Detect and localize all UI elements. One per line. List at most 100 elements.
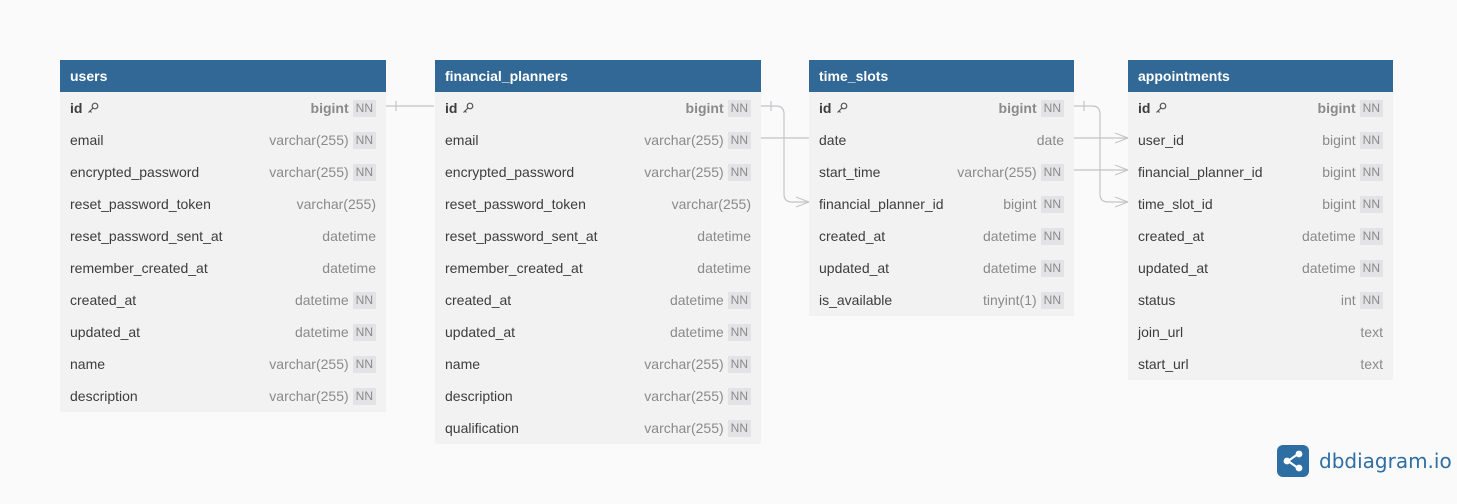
not-null-badge: NN [1359, 163, 1383, 181]
table-header[interactable]: time_slots [809, 60, 1074, 92]
not-null-badge: NN [1040, 195, 1064, 213]
not-null-badge: NN [352, 323, 376, 341]
field-type: text [1360, 356, 1383, 372]
field-type: datetime [322, 228, 376, 244]
table-header[interactable]: users [60, 60, 386, 92]
brand-name: dbdiagram.io [1319, 449, 1452, 473]
field-name-text: created_at [1138, 228, 1205, 244]
field-type: bigint [1317, 100, 1356, 116]
field-name-text: status [1138, 292, 1176, 308]
field-row[interactable]: encrypted_password varchar(255)NN [435, 156, 761, 188]
field-name-text: join_url [1138, 324, 1184, 340]
field-type: varchar(255) [644, 356, 724, 372]
field-row[interactable]: start_url text [1128, 348, 1393, 380]
field-name-text: reset_password_sent_at [70, 228, 223, 244]
field-name: reset_password_sent_at [445, 228, 697, 244]
field-name-text: encrypted_password [70, 164, 200, 180]
field-type: datetime [982, 228, 1037, 244]
field-name: reset_password_token [70, 196, 297, 212]
field-type: varchar(255) [296, 196, 376, 212]
field-name-text: email [70, 132, 104, 148]
table-header[interactable]: financial_planners [435, 60, 761, 92]
field-type: varchar(255) [644, 164, 724, 180]
field-name: updated_at [819, 260, 983, 276]
field-type: datetime [294, 324, 349, 340]
not-null-badge: NN [727, 323, 751, 341]
field-name: financial_planner_id [819, 196, 1003, 212]
not-null-badge: NN [1359, 195, 1383, 213]
field-row[interactable]: reset_password_sent_at datetime [60, 220, 386, 252]
not-null-badge: NN [1040, 99, 1064, 117]
not-null-badge: NN [727, 291, 751, 309]
field-name-text: qualification [445, 420, 519, 436]
not-null-badge: NN [727, 131, 751, 149]
field-type: varchar(255) [644, 388, 724, 404]
not-null-badge: NN [727, 419, 751, 437]
field-name: start_time [819, 164, 957, 180]
field-name: name [445, 356, 644, 372]
share-nodes-icon [1277, 445, 1309, 477]
field-name: join_url [1138, 324, 1360, 340]
field-type: bigint [1322, 132, 1356, 148]
field-name: remember_created_at [445, 260, 697, 276]
field-name: remember_created_at [70, 260, 322, 276]
field-type: bigint [310, 100, 349, 116]
field-name-text: updated_at [70, 324, 141, 340]
field-name: qualification [445, 420, 644, 436]
field-name-text: encrypted_password [445, 164, 575, 180]
field-name-text: created_at [819, 228, 886, 244]
field-name-text: start_url [1138, 356, 1189, 372]
dbdiagram-logo[interactable]: dbdiagram.io [1277, 445, 1452, 477]
field-name-text: reset_password_sent_at [445, 228, 598, 244]
field-name: description [70, 388, 269, 404]
field-name-text: description [70, 388, 138, 404]
field-name: status [1138, 292, 1341, 308]
table-header[interactable]: appointments [1128, 60, 1393, 92]
field-name: reset_password_token [445, 196, 672, 212]
not-null-badge: NN [727, 163, 751, 181]
field-name-text: financial_planner_id [1138, 164, 1263, 180]
field-type: varchar(255) [671, 196, 751, 212]
not-null-badge: NN [727, 355, 751, 373]
not-null-badge: NN [352, 131, 376, 149]
field-type: tinyint(1) [982, 292, 1037, 308]
